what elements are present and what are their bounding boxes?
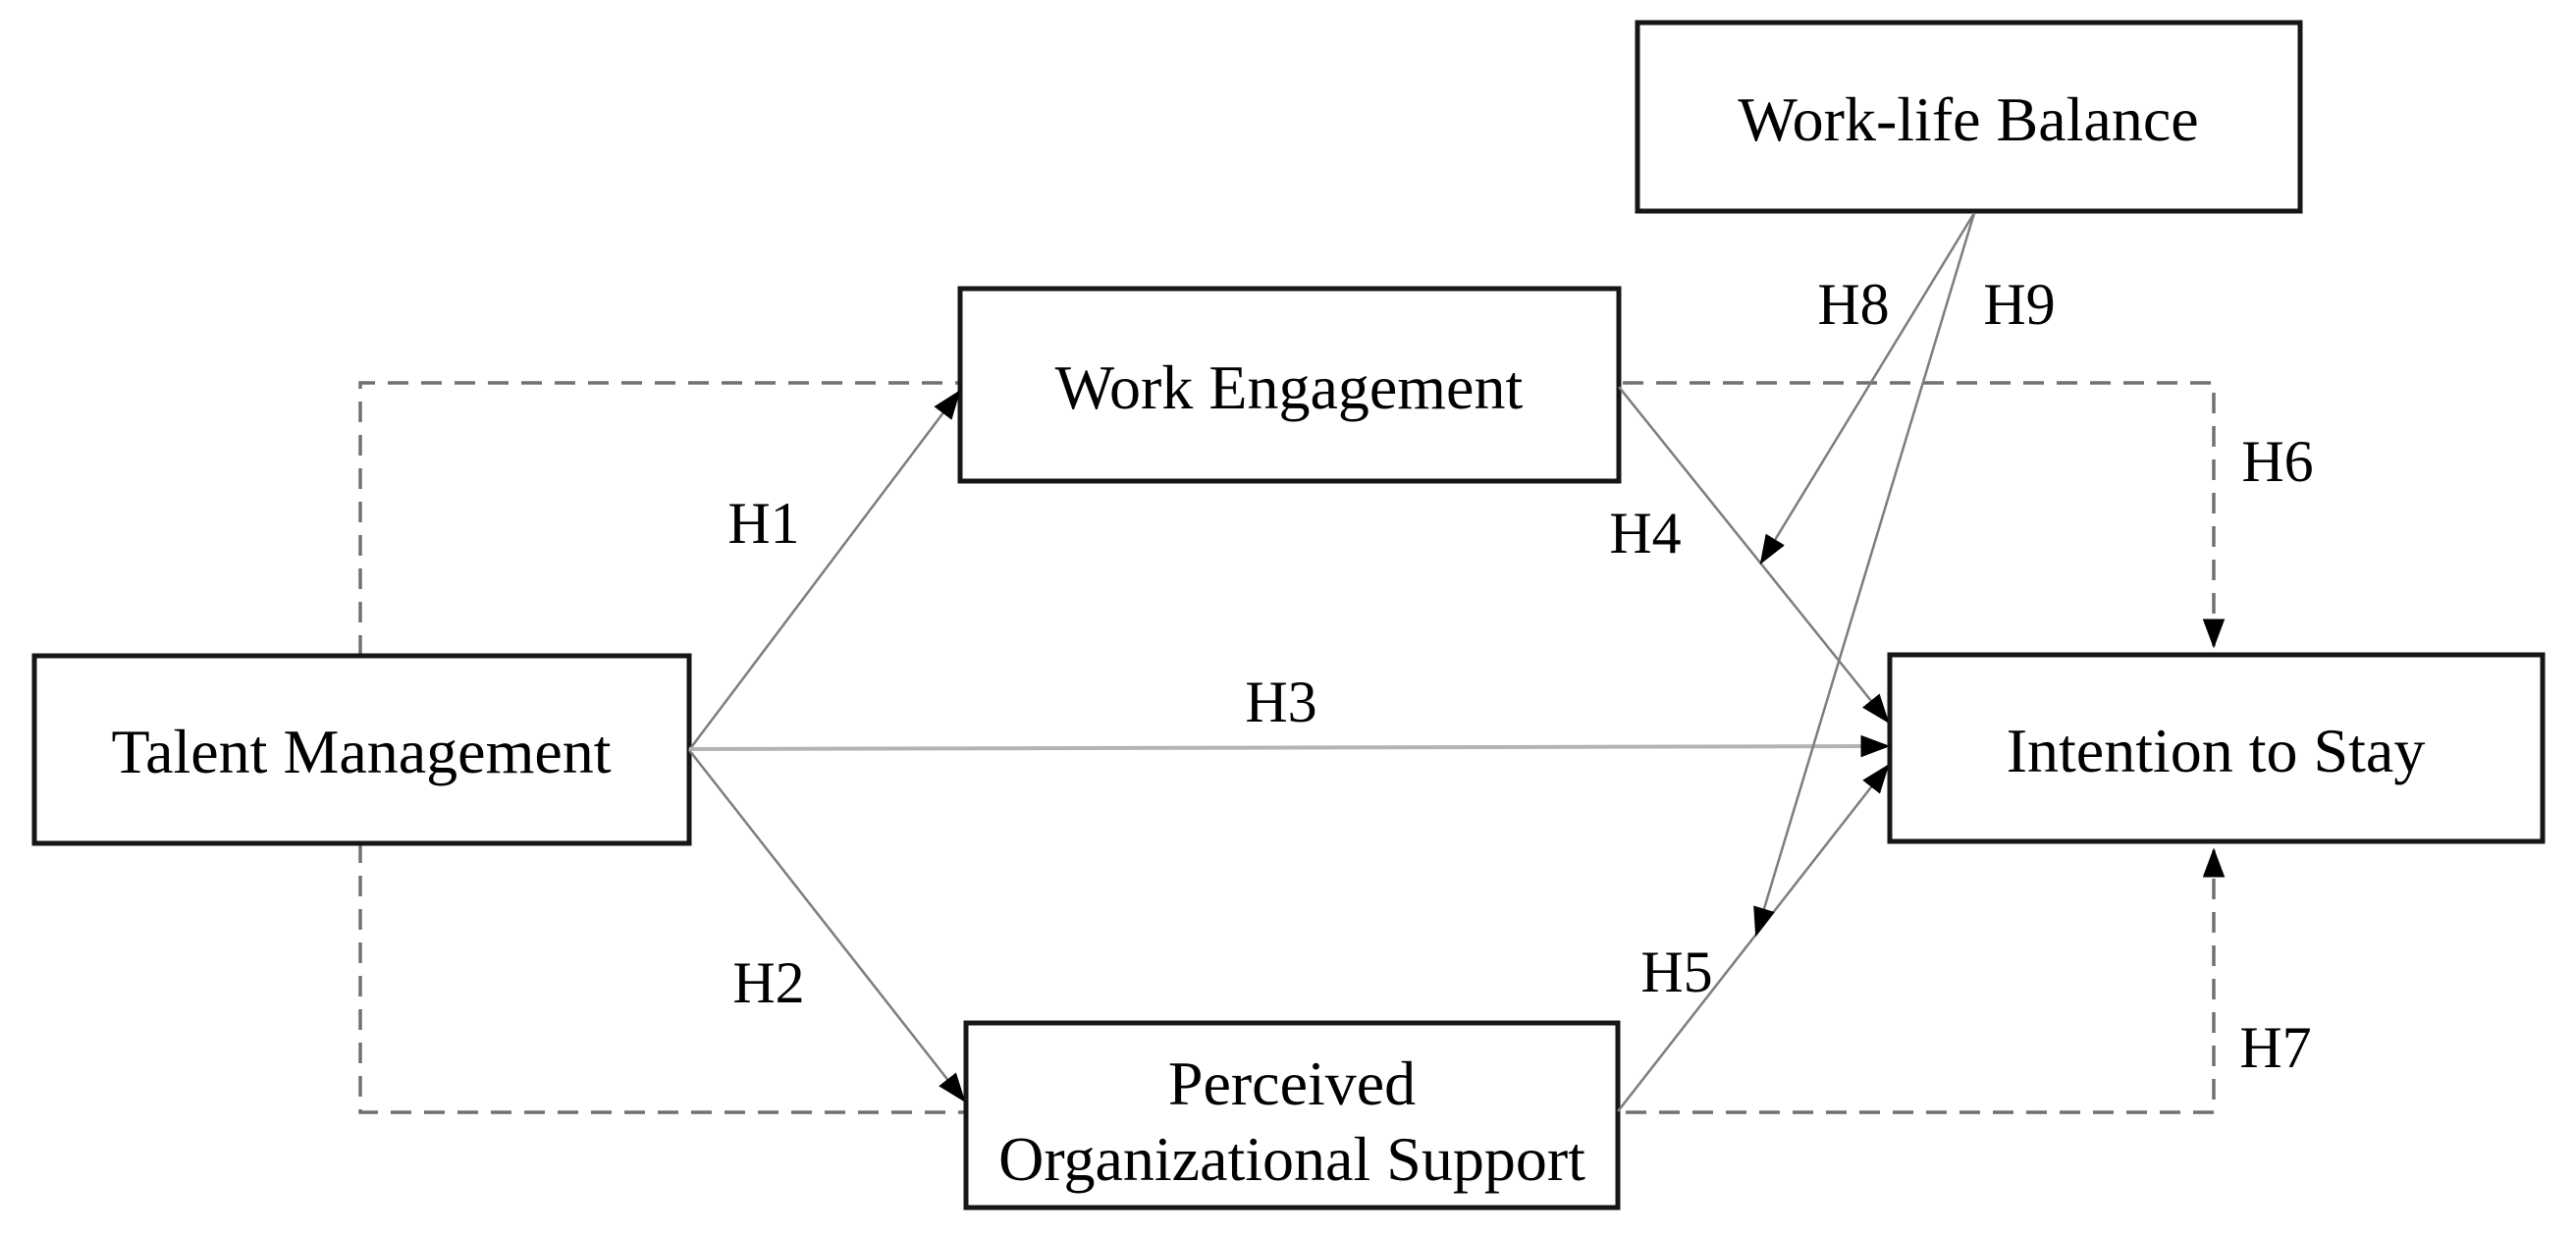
perceived-organizational-support-box (963, 1020, 1621, 1210)
intention-to-stay-label: Intention to Stay (2007, 716, 2426, 785)
nodes: Talent Management Work Engagement Percei… (31, 20, 2546, 1210)
node-talent-management: Talent Management (31, 653, 692, 846)
node-work-engagement: Work Engagement (957, 286, 1622, 484)
arrow-h5 (1617, 764, 1890, 1112)
work-life-balance-label: Work-life Balance (1738, 84, 2198, 154)
arrows (688, 212, 1976, 1112)
dashed-arrow-h7 (358, 842, 2226, 1114)
work-life-balance-box (1635, 20, 2303, 214)
node-perceived-organizational-support: Perceived Organizational Support (963, 1020, 1621, 1210)
arrow-h9 (1753, 212, 1976, 938)
hypothesis-label-h2: H2 (732, 950, 804, 1015)
perceived-organizational-support-label-line1: Perceived (1168, 1049, 1416, 1118)
talent-management-label: Talent Management (111, 717, 611, 786)
hypothesis-label-h5: H5 (1640, 940, 1712, 1004)
hypothesis-label-h8: H8 (1817, 272, 1889, 337)
perceived-organizational-support-label-line2: Organizational Support (998, 1124, 1585, 1194)
hypothesis-label-h1: H1 (727, 491, 799, 556)
node-work-life-balance: Work-life Balance (1635, 20, 2303, 214)
arrow-h2 (688, 749, 966, 1103)
hypothesis-label-h6: H6 (2241, 429, 2313, 494)
hypothesis-label-h3: H3 (1245, 670, 1316, 734)
dashed-paths (358, 381, 2226, 1114)
dashed-arrow-h6 (358, 381, 2226, 656)
hypothesis-label-h9: H9 (1983, 272, 2055, 337)
hypothesis-label-h4: H4 (1609, 501, 1681, 565)
hypothesis-labels: H1 H2 H3 H4 H5 H6 H7 H8 H9 (727, 272, 2313, 1080)
hypothesis-label-h7: H7 (2239, 1015, 2311, 1080)
node-intention-to-stay: Intention to Stay (1887, 652, 2546, 844)
arrow-h8 (1759, 212, 1976, 565)
arrow-h4 (1618, 386, 1890, 724)
arrow-h3 (688, 734, 1891, 758)
work-engagement-box (957, 286, 1622, 484)
work-engagement-label: Work Engagement (1055, 352, 1524, 422)
arrow-h1 (688, 390, 961, 751)
